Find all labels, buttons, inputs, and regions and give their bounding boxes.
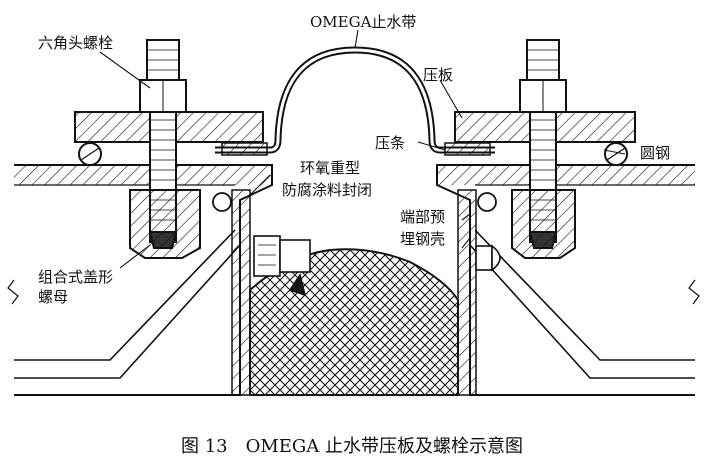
left-break-mark [7,279,19,305]
label-pressure-plate: 压板 [423,66,453,84]
right-pressure-bar [444,142,491,156]
right-break-mark [688,279,700,305]
label-coating-line1: 环氧重型 [300,159,360,177]
label-pressure-bar: 压条 [375,134,405,152]
left-embedded-shell [231,189,251,396]
left-cap-nut [129,189,201,259]
label-round-steel: 圆钢 [640,144,670,162]
left-corner-steel [212,192,232,212]
right-corner-steel [477,192,497,212]
label-cap-nut-line2: 螺母 [38,288,68,306]
leader-lines [99,29,626,269]
left-pressure-bar [221,142,268,156]
joint-small-bolt [253,235,311,297]
right-top-plate [437,165,695,185]
label-omega-strip: OMEGA止水带 [310,13,416,31]
label-cap-nut-line1: 组合式盖形 [38,268,113,286]
left-top-plate [14,165,272,185]
right-round-steel [604,142,628,166]
label-shell-line1: 端部预 [400,208,445,226]
label-hex-bolt: 六角头螺栓 [38,34,113,52]
label-shell-line2: 埋钢壳 [400,230,445,248]
label-coating-line2: 防腐涂料封闭 [282,181,372,199]
right-cap-nut [511,189,576,259]
left-round-steel [78,142,102,166]
figure-caption: 图 13 OMEGA 止水带压板及螺栓示意图 [181,436,523,457]
right-acorn-nut [475,244,501,272]
omega-waterstop-core [215,48,495,152]
right-embedded-shell [457,189,477,396]
